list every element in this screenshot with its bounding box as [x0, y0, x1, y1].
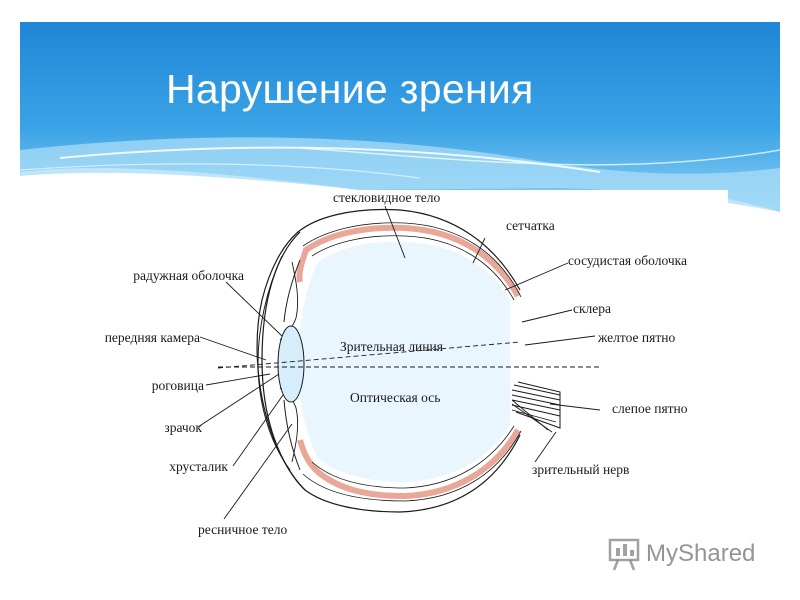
label-retina: сетчатка — [506, 218, 555, 233]
label-pupil: зрачок — [164, 420, 202, 435]
label-optic-nerve: зрительный нерв — [532, 462, 630, 477]
label-choroid: сосудистая оболочка — [568, 253, 687, 268]
choroid-band — [296, 224, 521, 500]
label-sclera: склера — [573, 301, 612, 316]
leader-lines — [197, 205, 601, 520]
presentation-board-icon — [608, 538, 640, 571]
label-iris: радужная оболочка — [133, 268, 244, 283]
vitreous-body — [298, 241, 510, 482]
label-anterior-chamber: передняя камера — [104, 330, 200, 345]
slide-title: Нарушение зрения — [166, 66, 534, 112]
label-macula: желтое пятно — [598, 330, 676, 345]
lens — [277, 325, 305, 403]
watermark-text: MyShared — [646, 540, 756, 567]
label-vitreous-body: стекловидное тело — [333, 190, 441, 205]
label-optical-axis: Оптическая ось — [350, 390, 441, 405]
label-lens: хрусталик — [169, 459, 228, 474]
choroid-line — [302, 222, 522, 502]
visual-line — [217, 341, 521, 369]
watermark: MyShared — [606, 534, 776, 574]
label-ciliary-body: ресничное тело — [198, 522, 288, 537]
iris-outline — [283, 259, 301, 471]
retina-line — [311, 235, 515, 489]
label-visual-line: Зрительная линия — [340, 339, 443, 354]
label-cornea: роговица — [151, 378, 204, 393]
optic-nerve-fibers — [511, 384, 561, 433]
label-blind-spot: слепое пятно — [612, 401, 688, 416]
cornea-inner — [257, 255, 291, 471]
